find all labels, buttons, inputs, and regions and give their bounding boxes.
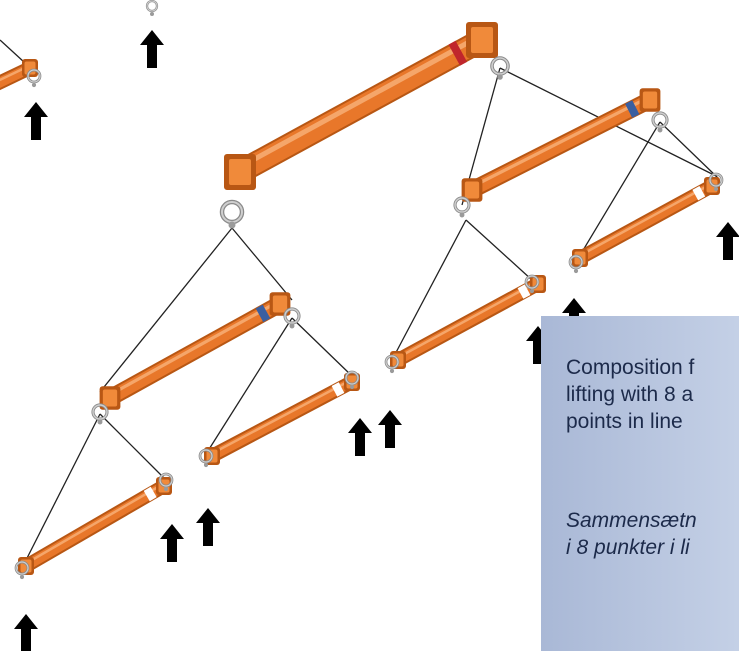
spreader-beam-icon [0,59,38,91]
hook-icon [283,307,301,329]
spreader-beam-icon [390,275,546,369]
up-arrow-icon [196,508,220,546]
chain-sling [465,219,533,281]
hook-icon [198,448,214,468]
hook-icon [524,274,540,294]
chain-sling [205,317,293,455]
spreader-beam-icon [224,22,498,190]
chain-sling [659,121,719,179]
spreader-beam-icon [204,373,360,465]
spreader-beam-icon [461,88,661,202]
up-arrow-icon [160,524,184,562]
hook-icon [14,560,30,580]
chain-sling [231,227,293,301]
caption-english-line-3: points in line [566,410,683,433]
hook-icon [384,354,400,374]
hook-icon [145,0,159,16]
chain-sling [99,413,167,481]
hook-icon [651,111,669,133]
chain-sling [99,227,233,393]
hook-icon [344,370,360,390]
chain-sling [0,39,25,63]
up-arrow-icon [716,222,739,260]
chain-sling [575,121,661,263]
spreader-beam-icon [18,477,172,575]
hook-icon [158,472,174,492]
caption-panel: Composition f lifting with 8 a points in… [541,316,739,651]
hook-icon [91,403,109,425]
hook-icon [568,254,584,274]
spreader-beam-icon [572,177,720,267]
caption-english-line-1: Composition f [566,356,695,379]
hook-icon [219,199,245,229]
up-arrow-icon [378,410,402,448]
hook-icon [490,56,510,80]
up-arrow-icon [24,102,48,140]
hook-icon [26,68,42,88]
caption-danish-line-2: i 8 punkter i li [566,536,690,559]
caption-danish-line-1: Sammensætn [566,509,697,532]
hook-icon [453,196,471,218]
chain-sling [21,413,101,569]
chain-sling [391,219,467,361]
caption-english-line-2: lifting with 8 a [566,383,694,406]
chain-sling [291,317,353,377]
hook-icon [708,172,724,192]
up-arrow-icon [14,614,38,651]
up-arrow-icon [348,418,372,456]
up-arrow-icon [140,30,164,68]
spreader-beam-icon [99,292,291,410]
